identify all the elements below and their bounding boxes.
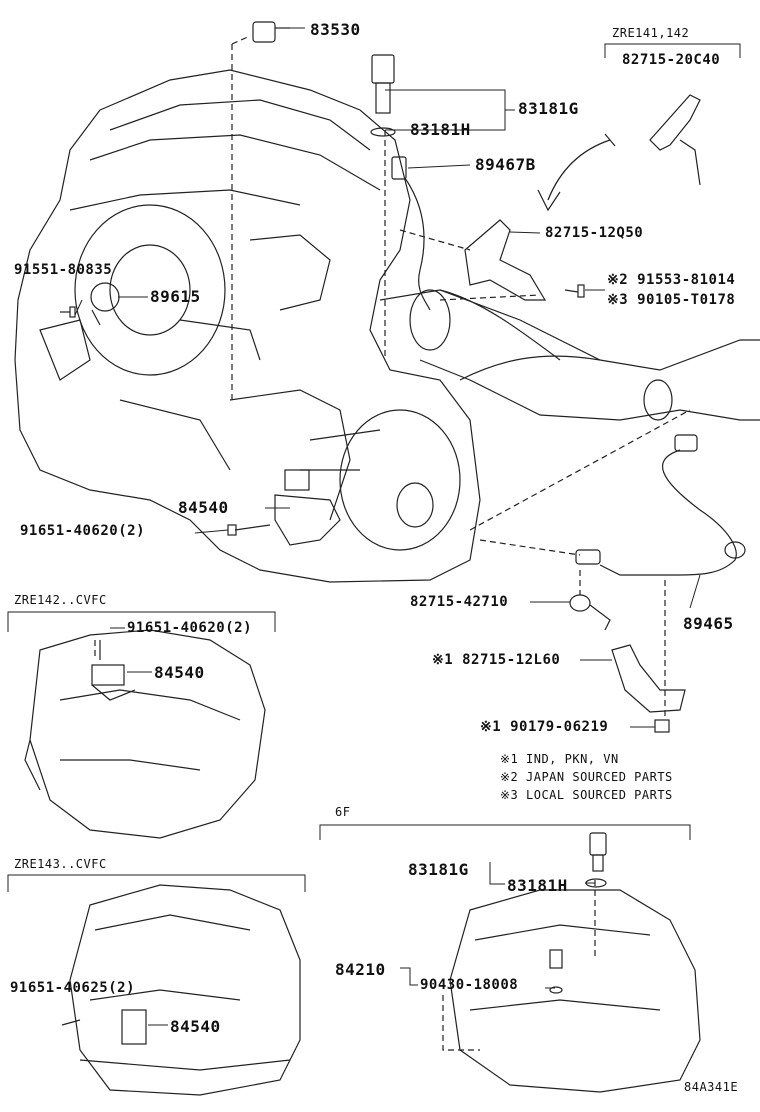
section-label-6f: 6F: [335, 805, 351, 819]
direction-arrow-drawing: [545, 137, 611, 202]
section-label-zre142: ZRE142..CVFC: [14, 593, 107, 607]
part-label-91651-40620-b[interactable]: 91651-40620(2): [127, 620, 253, 636]
section-label-zre143: ZRE143..CVFC: [14, 857, 107, 871]
bracket-20C40-drawing: [649, 94, 701, 186]
label-brackets: [385, 89, 515, 986]
nut-90179-drawing: [654, 719, 670, 733]
bolt-91551-drawing: [60, 306, 76, 318]
part-label-90179[interactable]: ※1 90179-06219: [480, 719, 609, 735]
part-label-84540[interactable]: 84540: [178, 498, 229, 517]
part-label-91651-40620[interactable]: 91651-40620(2): [20, 523, 146, 539]
note-2: ※2 JAPAN SOURCED PARTS: [500, 770, 673, 784]
section-label-zre141: ZRE141,142: [612, 26, 690, 40]
bracket-12L60-drawing: [611, 644, 686, 713]
part-label-83181h[interactable]: 83181H: [410, 120, 471, 139]
part-label-83181g[interactable]: 83181G: [518, 99, 579, 118]
transaxle-zre143-drawing: [61, 884, 301, 1096]
part-label-83530[interactable]: 83530: [310, 20, 361, 39]
part-label-90430[interactable]: 90430-18008: [420, 977, 519, 993]
part-label-89467b[interactable]: 89467B: [475, 155, 536, 174]
leader-lines: [74, 27, 701, 1026]
note-1: ※1 IND, PKN, VN: [500, 752, 619, 766]
transaxle-6f-drawing: [449, 832, 701, 1093]
part-label-82715-12l60[interactable]: ※1 82715-12L60: [432, 652, 561, 668]
transaxle-zre142-drawing: [24, 629, 266, 839]
part-label-82715-20c40[interactable]: 82715-20C40: [622, 52, 721, 68]
part-label-84540-b[interactable]: 84540: [154, 663, 205, 682]
speed-sensor-drawing: [370, 54, 396, 137]
section-frames: [7, 43, 741, 892]
part-label-84210[interactable]: 84210: [335, 960, 386, 979]
part-label-84540-c[interactable]: 84540: [170, 1017, 221, 1036]
dashed-leaders: [94, 35, 691, 1051]
part-label-83181h-b[interactable]: 83181H: [507, 876, 568, 895]
part-label-91553[interactable]: ※2 91553-81014: [607, 272, 736, 288]
engine-block-drawing: [14, 69, 481, 583]
part-label-89615[interactable]: 89615: [150, 287, 201, 306]
part-label-89465[interactable]: 89465: [683, 614, 734, 633]
part-label-91551[interactable]: 91551-80835: [14, 262, 113, 278]
part-label-90105[interactable]: ※3 90105-T0178: [607, 292, 736, 308]
note-3: ※3 LOCAL SOURCED PARTS: [500, 788, 673, 802]
part-label-82715-12q50[interactable]: 82715-12Q50: [545, 225, 644, 241]
sensor-83530-drawing: [252, 21, 290, 43]
bracket-12Q50-drawing: [464, 219, 547, 301]
sensor-89615-drawing: [90, 282, 120, 326]
exhaust-pipe-drawing: [379, 289, 760, 421]
bolt-91553-drawing: [564, 284, 585, 298]
part-label-91651-40625[interactable]: 91651-40625(2): [10, 980, 136, 996]
o2-sensor-drawing: [391, 156, 431, 311]
part-label-82715-42710[interactable]: 82715-42710: [410, 594, 509, 610]
sensor-89465-drawing: [575, 434, 746, 576]
diagram-code: 84A341E: [684, 1080, 739, 1094]
clamp-42710-drawing: [569, 594, 611, 631]
part-label-83181g-b[interactable]: 83181G: [408, 860, 469, 879]
